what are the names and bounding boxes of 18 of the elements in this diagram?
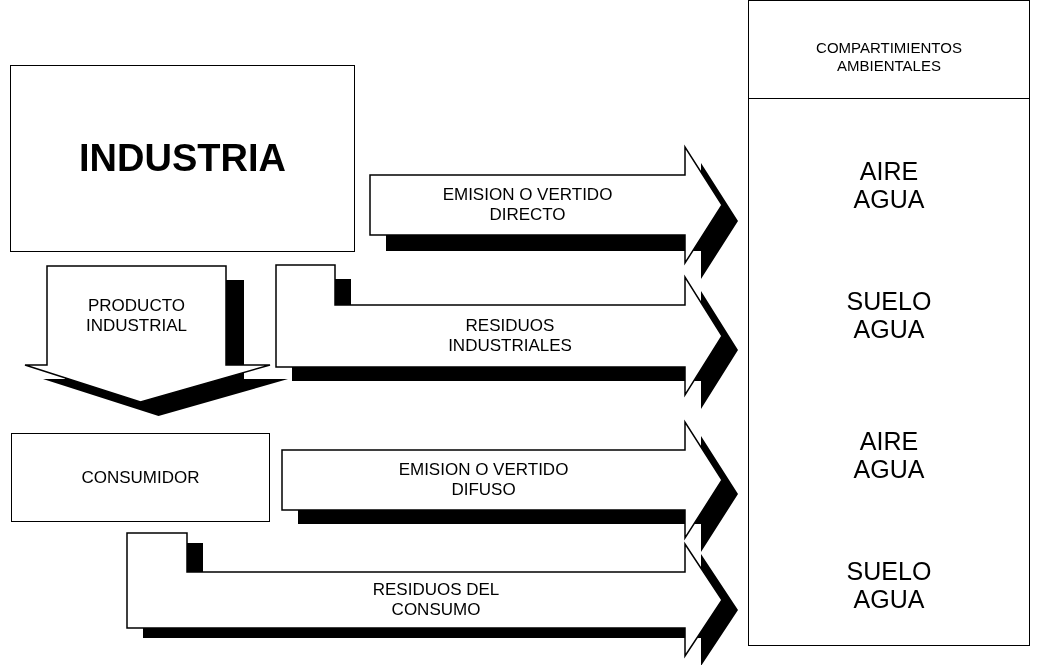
compartment-label: SUELO AGUA [846, 557, 932, 613]
compartment-label: SUELO AGUA [846, 287, 932, 343]
block-arrow [126, 532, 738, 665]
edge-label: PRODUCTO INDUSTRIAL [84, 295, 189, 336]
edge-label: RESIDUOS DEL CONSUMO [371, 580, 501, 620]
edge-label: RESIDUOS INDUSTRIALES [447, 316, 573, 356]
process-box: CONSUMIDOR [11, 433, 270, 522]
compartment-panel [748, 0, 1030, 646]
compartment-label: AIRE AGUA [853, 157, 925, 213]
process-box: INDUSTRIA [10, 65, 355, 252]
panel-heading: COMPARTIMIENTOS AMBIENTALES [815, 39, 963, 75]
block-arrow [369, 144, 738, 279]
block-arrow [275, 264, 738, 409]
edge-label: EMISION O VERTIDO DIRECTO [441, 185, 614, 225]
compartment-label: AIRE AGUA [853, 427, 925, 483]
block-arrow [24, 265, 288, 416]
block-arrow [281, 419, 738, 552]
edge-label: EMISION O VERTIDO DIFUSO [397, 460, 570, 500]
